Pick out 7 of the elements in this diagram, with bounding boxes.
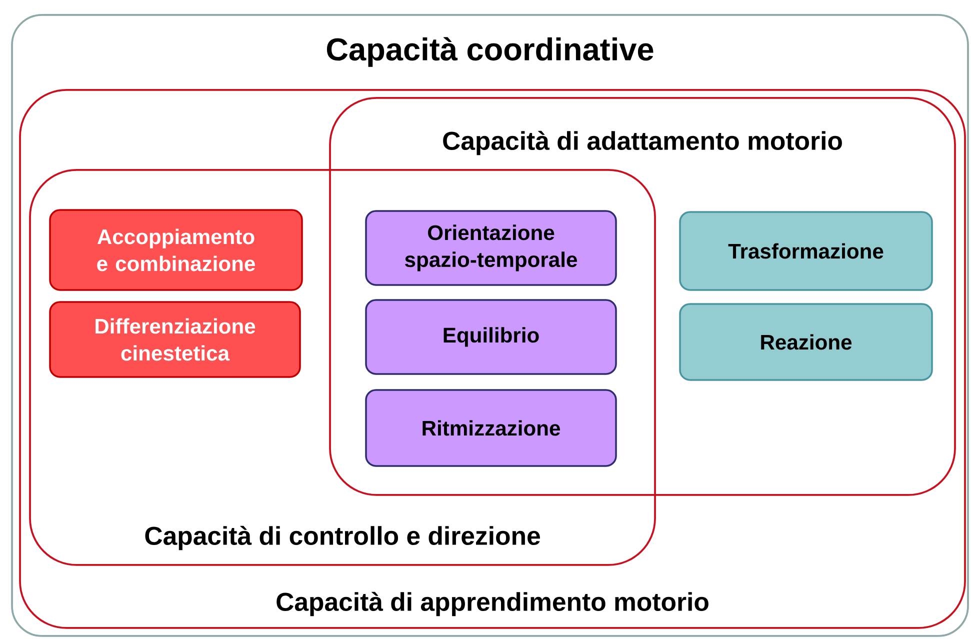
ability-box: Ritmizzazione [365, 389, 617, 467]
ability-box: Trasformazione [679, 211, 933, 291]
ability-box: Equilibrio [365, 299, 617, 375]
ability-box: Reazione [679, 303, 933, 381]
ability-box: Orientazione spazio-temporale [365, 210, 617, 286]
ability-box: Differenziazione cinestetica [49, 301, 301, 378]
ability-box: Accoppiamento e combinazione [49, 209, 303, 291]
